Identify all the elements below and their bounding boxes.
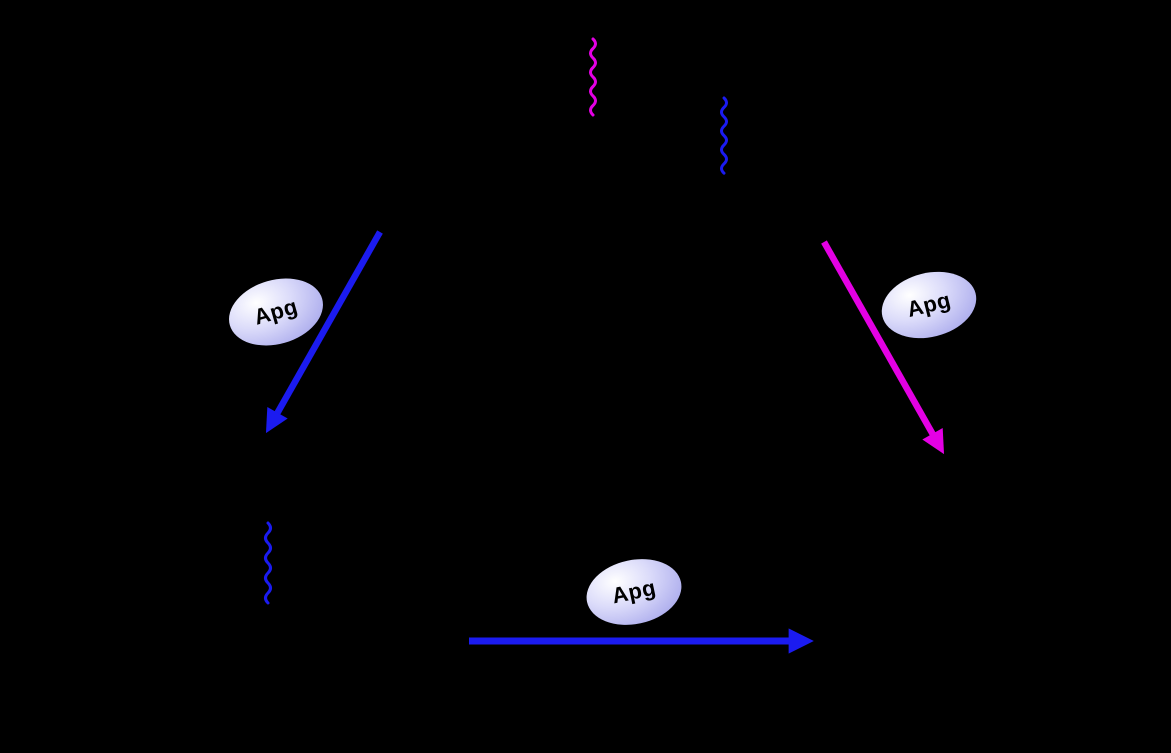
enzyme-label: Apg: [609, 574, 659, 609]
enzyme-label: Apg: [904, 287, 954, 322]
top-center-squiggle-icon: [589, 37, 597, 117]
lower-left-squiggle-icon: [264, 521, 272, 605]
enzyme-label: Apg: [251, 293, 301, 330]
right-reaction-arrow: [821, 240, 945, 455]
left-reaction-arrow: [265, 230, 383, 434]
top-right-squiggle-icon: [720, 96, 728, 175]
